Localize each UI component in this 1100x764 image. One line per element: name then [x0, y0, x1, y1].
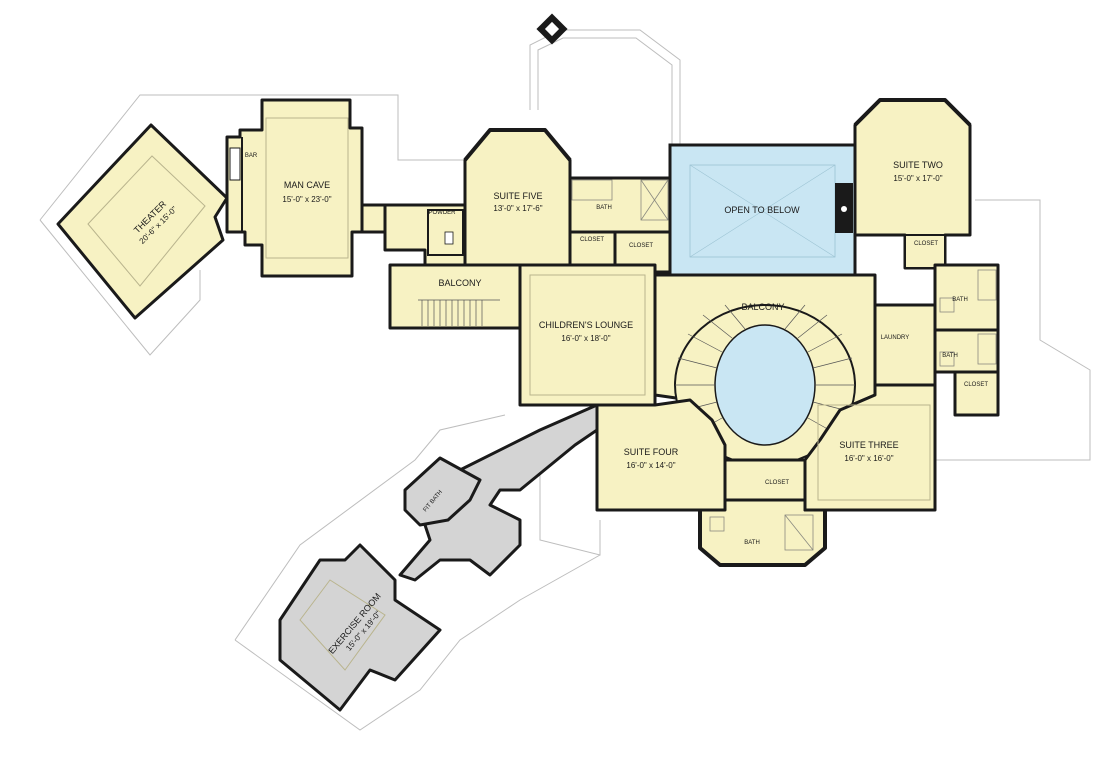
bath-two-label: BATH	[952, 297, 968, 303]
suite-three-size: 16'-0" x 16'-0"	[844, 454, 893, 463]
balcony-west-label: BALCONY	[438, 278, 481, 288]
man-cave-room	[225, 98, 364, 278]
suite-three-label: SUITE THREE	[839, 440, 898, 450]
suite-three-room	[803, 383, 937, 512]
suite-two-room	[853, 98, 972, 270]
balcony-center-label: BALCONY	[741, 302, 784, 312]
powder-label: POWDER	[429, 210, 457, 216]
suite-four-size: 16'-0" x 14'-0"	[626, 461, 675, 470]
man-cave-size: 15'-0" x 23'-0"	[282, 195, 331, 204]
bar-label: BAR	[245, 153, 258, 159]
balcony-west	[388, 263, 522, 330]
bath-three-label: BATH	[942, 353, 958, 359]
open-to-below	[668, 143, 857, 277]
childrens-lounge-label: CHILDREN'S LOUNGE	[539, 320, 633, 330]
bath-four-label: BATH	[744, 540, 760, 546]
roof-outline	[39, 29, 1091, 731]
wall-accents	[463, 98, 972, 567]
exercise-corridor	[278, 403, 599, 712]
theater-room	[56, 123, 229, 320]
suite-five-size: 13'-0" x 17'-6"	[493, 204, 542, 213]
closet-five-a-label: CLOSET	[580, 237, 604, 243]
suite-four-bath	[698, 458, 827, 567]
east-wing-services	[873, 263, 1000, 417]
laundry-label: LAUNDRY	[881, 335, 910, 341]
bath-five-label: BATH	[596, 205, 612, 211]
suite-four-label: SUITE FOUR	[624, 447, 679, 457]
man-cave-label: MAN CAVE	[284, 180, 330, 190]
closet-three-label: CLOSET	[964, 382, 988, 388]
suite-four-room	[595, 398, 727, 512]
suite-five-bath	[568, 176, 672, 274]
open-to-below-label: OPEN TO BELOW	[724, 205, 800, 215]
closet-four-label: CLOSET	[765, 480, 789, 486]
suite-two-label: SUITE TWO	[893, 160, 943, 170]
childrens-lounge-size: 16'-0" x 18'-0"	[561, 334, 610, 343]
closet-five-b-label: CLOSET	[629, 243, 653, 249]
suite-five-label: SUITE FIVE	[493, 191, 542, 201]
closet-two-label: CLOSET	[914, 241, 938, 247]
suite-two-size: 15'-0" x 17'-0"	[893, 174, 942, 183]
